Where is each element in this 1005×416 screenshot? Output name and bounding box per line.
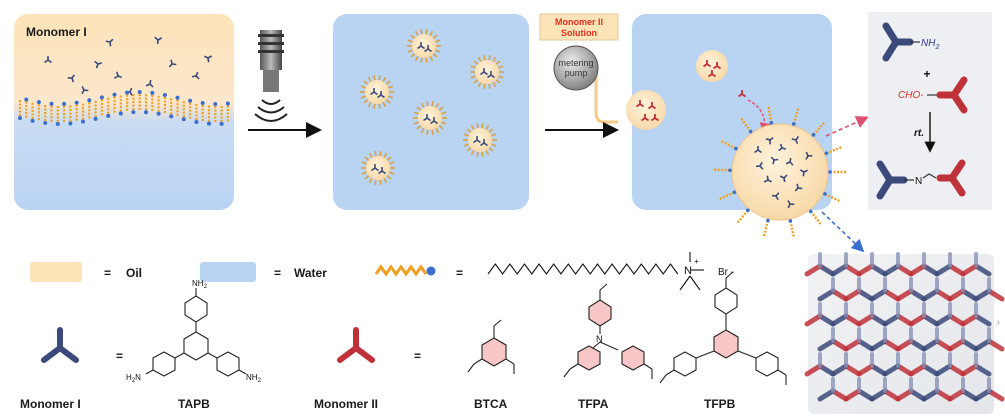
aldehyde-label: CHO- [898, 90, 924, 101]
panel-oil-water: Monomer I [14, 14, 234, 210]
label-btca: BTCA [474, 397, 508, 411]
reaction-scheme: NH2 + CHO- rt. N [868, 12, 992, 210]
tfpa-structure: N [563, 283, 653, 379]
ctab-n-label: N [684, 265, 692, 277]
legend: = Oil = Water = N + Br - [30, 252, 734, 291]
monomer2-solution-box: Monomer II Solution [539, 13, 619, 41]
room-temperature-label: rt. [914, 128, 924, 139]
legend-surf-eq: = [456, 266, 463, 280]
monomer1-symbol [41, 327, 79, 363]
monomer2-solution-line1: Monomer II [555, 17, 603, 27]
monomer1-eq: = [116, 349, 123, 363]
tfpb-structure [659, 271, 787, 385]
monomer2-symbol [337, 327, 375, 363]
btca-structure [467, 319, 515, 374]
panel1-monomer1-label: Monomer I [26, 25, 87, 39]
panel-interfacial-reaction [626, 14, 846, 237]
ctab-plus-label: + [694, 257, 699, 266]
label-tfpb: TFPB [704, 397, 736, 411]
legend-oil-label: Oil [126, 266, 142, 280]
legend-water-swatch [200, 262, 256, 282]
cof-framework-illustration [804, 252, 1005, 414]
legend-water-eq: = [274, 266, 281, 280]
ctab-br-label: Br - [718, 267, 734, 278]
legend-water-label: Water [294, 266, 327, 280]
ctab-structure [487, 252, 704, 291]
tapb-nh2-right: NH2 [246, 373, 262, 384]
imine-n-label: N [915, 176, 922, 187]
panel-emulsion [333, 14, 529, 210]
tapb-structure [145, 288, 247, 377]
legend-oil-swatch [30, 262, 82, 282]
tfpa-n-label: N [596, 334, 603, 344]
label-monomer1: Monomer I [20, 397, 81, 411]
scroll-indicator-icon: › [997, 317, 1000, 328]
pump-label-line2: pump [565, 68, 588, 78]
plus-sign: + [923, 67, 930, 81]
amine-label: NH2 [921, 38, 939, 51]
label-tfpa: TFPA [578, 397, 609, 411]
ultrasonic-probe-icon [258, 30, 284, 92]
metering-pump-icon: metering pump [553, 45, 618, 124]
tapb-nh2-left: H2N [126, 373, 141, 384]
label-monomer2: Monomer II [314, 397, 378, 411]
sound-wave-icon [254, 99, 288, 122]
pump-label-line1: metering [558, 58, 593, 68]
monomer2-solution-line2: Solution [561, 28, 597, 38]
legend-surfactant-icon [374, 264, 436, 277]
legend-oil-eq: = [104, 266, 111, 280]
tapb-nh2-top: NH2 [192, 279, 208, 290]
monomer2-eq: = [414, 349, 421, 363]
label-tapb: TAPB [178, 397, 210, 411]
